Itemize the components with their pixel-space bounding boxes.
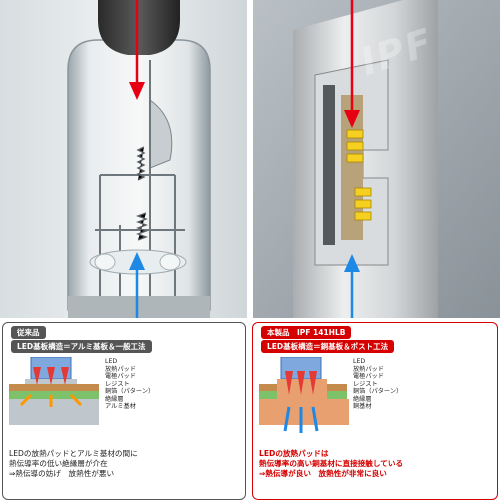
layer-label: 銅基材	[353, 403, 372, 410]
caption-line: 熱伝導率の高い銅基材に直接接触している	[259, 459, 404, 468]
halogen-bulb-photo	[0, 0, 247, 318]
product-caption: LEDの放熱パッドは 熱伝導率の高い銅基材に直接接触している ⇒熱伝導が良い 放…	[259, 449, 403, 479]
product-subtag: LED基板構造＝銅基板＆ポスト工法	[261, 340, 395, 353]
caption-line: 熱伝導率の低い絶縁層が介在	[9, 459, 108, 468]
layer-label: レジスト	[353, 380, 378, 388]
conventional-subtag: LED基板構造＝アルミ基板＆一般工法	[11, 340, 152, 353]
led-bulb-photo	[253, 0, 500, 318]
caption-line: ⇒熱伝導の妨げ 放熱性が悪い	[9, 469, 115, 478]
layer-label: 電極パッド	[105, 373, 136, 380]
layer-label: 電極パッド	[353, 373, 384, 380]
layer-label: 銅箔（パターン）	[105, 388, 155, 395]
layer-label: 絶縁層	[353, 395, 372, 403]
caption-line: LEDの放熱パッドとアルミ基材の間に	[9, 449, 138, 458]
layer-label: 銅箔（パターン）	[353, 388, 403, 395]
conventional-diagram-panel: 従来品 LED基板構造＝アルミ基板＆一般工法 LED 放熱パッド 電極パッド レ…	[2, 322, 246, 500]
conventional-tag: 従来品	[11, 326, 46, 339]
conventional-layer-labels: LED 放熱パッド 電極パッド レジスト 銅箔（パターン） 絶縁層 アルミ基材	[105, 358, 154, 411]
product-layer-graphic	[259, 357, 349, 433]
product-tag: 本製品 IPF 141HLB	[261, 326, 352, 339]
caption-line: ⇒熱伝導が良い 放熱性が非常に良い	[259, 469, 387, 478]
caption-line: LEDの放熱パッドは	[259, 449, 329, 458]
product-layer-labels: LED 放熱パッド 電極パッド レジスト 銅箔（パターン） 絶縁層 銅基材	[353, 358, 402, 411]
conventional-caption: LEDの放熱パッドとアルミ基材の間に 熱伝導率の低い絶縁層が介在 ⇒熱伝導の妨げ…	[9, 449, 138, 479]
layer-label: レジスト	[105, 380, 130, 388]
layer-label: 絶縁層	[105, 395, 124, 403]
layer-label: 放熱パッド	[353, 365, 384, 373]
layer-label: LED	[353, 358, 366, 365]
product-diagram-panel: 本製品 IPF 141HLB LED基板構造＝銅基板＆ポスト工法 LED 放熱パ…	[252, 322, 498, 500]
layer-label: 放熱パッド	[105, 365, 136, 373]
conventional-layer-graphic	[9, 357, 99, 425]
layer-label: アルミ基材	[105, 403, 136, 410]
layer-label: LED	[105, 358, 118, 365]
